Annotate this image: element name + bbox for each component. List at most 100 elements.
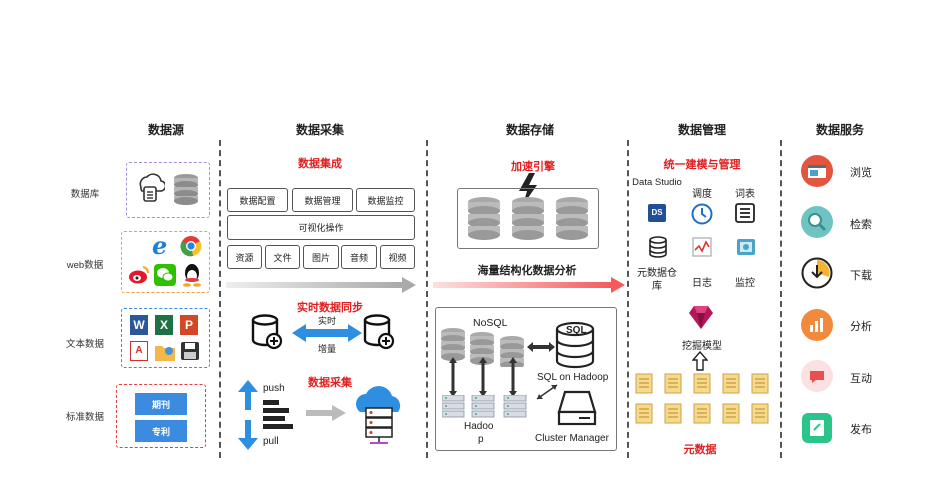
manage-title: 统一建模与管理 [663,159,741,171]
hadoop-servers [442,395,527,418]
separator-2 [426,140,428,458]
engine-box [457,188,599,249]
vocab-label: 词表 [735,189,755,200]
box-data-config: 数据配置 [227,188,288,212]
database-plus-icon-right [363,314,395,350]
source-web-box: e [121,231,210,293]
sync-double-arrow [292,324,362,342]
cloud-server-icon [356,386,401,444]
pull-label: pull [263,436,279,447]
box-resource: 资源 [227,245,262,269]
column-title-storage: 数据存储 [505,123,554,137]
service-publish[interactable]: 发布 [850,424,872,436]
search-icon [801,206,833,238]
red-arrow-right [433,277,625,293]
powerpoint-icon: P [180,315,198,335]
data-studio-label: Data Studio [632,177,682,188]
push-pull-arrows [238,380,258,450]
data-studio-icon: DS [648,204,666,222]
tag-patent: 专利 [135,420,187,442]
source-label-db: 数据库 [70,189,100,200]
clock-icon [691,203,713,225]
incremental-label: 增量 [318,344,337,354]
gray-arrow-to-cloud [306,405,346,421]
gather-title: 数据采集 [308,377,352,389]
cluster-manager-label: Cluster Manager [535,433,609,444]
hadoop-label-1: Hadoo [464,421,494,432]
box-visual-operation: 可视化操作 [227,215,415,240]
source-text-box: W X P A [121,308,210,368]
box-data-monitor: 数据监控 [356,188,415,212]
service-interaction[interactable]: 互动 [850,373,872,385]
box-image: 图片 [303,245,339,269]
log-chart-icon [692,237,712,257]
separator-4 [780,140,782,458]
service-download[interactable]: 下载 [850,270,872,282]
metadata-title: 元数据 [683,444,717,456]
chrome-icon [180,236,202,257]
sql-database-icon [555,322,595,369]
monitor-screen-icon [737,239,755,255]
sql-on-hadoop-label: SQL on Hadoop [537,372,609,383]
separator-3 [627,140,629,458]
pdf-icon: A [130,341,148,361]
save-disk-icon [181,342,199,360]
source-label-standard: 标准数据 [65,412,104,423]
vertical-link-arrows [449,357,517,397]
box-video: 视频 [380,245,415,269]
monitor-label: 监控 [735,278,755,289]
sql-label: SQL [566,325,587,336]
excel-icon: X [155,315,173,335]
browse-icon [801,155,833,187]
nosql-label: NoSQL [473,317,508,329]
source-standard-box: 期刊 专利 [116,384,206,448]
integration-title: 数据集成 [298,158,342,170]
tag-journal: 期刊 [135,393,187,415]
mining-model-label: 挖掘模型 [682,341,722,352]
analysis-title: 海量结构化数据分析 [477,265,577,277]
weibo-icon [129,266,150,284]
hadoop-cluster-box [435,307,617,451]
nosql-sql-link-arrow [527,342,555,352]
box-data-manage: 数据管理 [292,188,353,212]
column-title-manage: 数据管理 [677,123,726,137]
hadoop-cluster-link-arrow [536,384,558,400]
schedule-label: 调度 [692,189,712,200]
metadata-files-icon [635,373,769,424]
ie-icon: e [152,231,168,260]
lightning-icon [519,173,537,205]
column-title-source: 数据源 [147,123,184,137]
metadata-db-icon [649,236,667,258]
source-label-web: web数据 [66,260,104,271]
list-lines-icon [263,400,293,429]
log-label: 日志 [692,278,712,289]
analysis-icon [801,309,833,341]
column-title-collect: 数据采集 [295,123,344,137]
database-plus-icon-left [251,314,283,350]
hadoop-label-2: p [478,434,484,445]
column-title-service: 数据服务 [815,123,864,137]
source-db-box [126,162,210,218]
box-file: 文件 [265,245,300,269]
push-label: push [263,383,285,394]
qq-icon [183,264,201,287]
metadata-warehouse-label: 元数据仓库 [637,268,677,292]
cluster-manager-icon [557,390,597,426]
cloud-db-icon [139,173,165,202]
vocab-list-icon [735,203,755,223]
sync-title: 实时数据同步 [297,302,363,314]
gray-arrow-right [226,277,416,293]
separator-1 [219,140,221,458]
engine-title: 加速引擎 [511,161,555,173]
database-icon [174,174,198,205]
download-icon [801,257,833,289]
up-hollow-arrow [692,351,708,371]
service-search[interactable]: 检索 [850,219,872,231]
mining-gem-icon [689,306,713,329]
publish-icon [802,413,832,443]
interaction-icon [801,360,833,392]
service-browse[interactable]: 浏览 [850,167,872,179]
realtime-label: 实时 [318,316,337,326]
service-analysis[interactable]: 分析 [850,321,872,333]
source-label-text: 文本数据 [65,339,104,350]
